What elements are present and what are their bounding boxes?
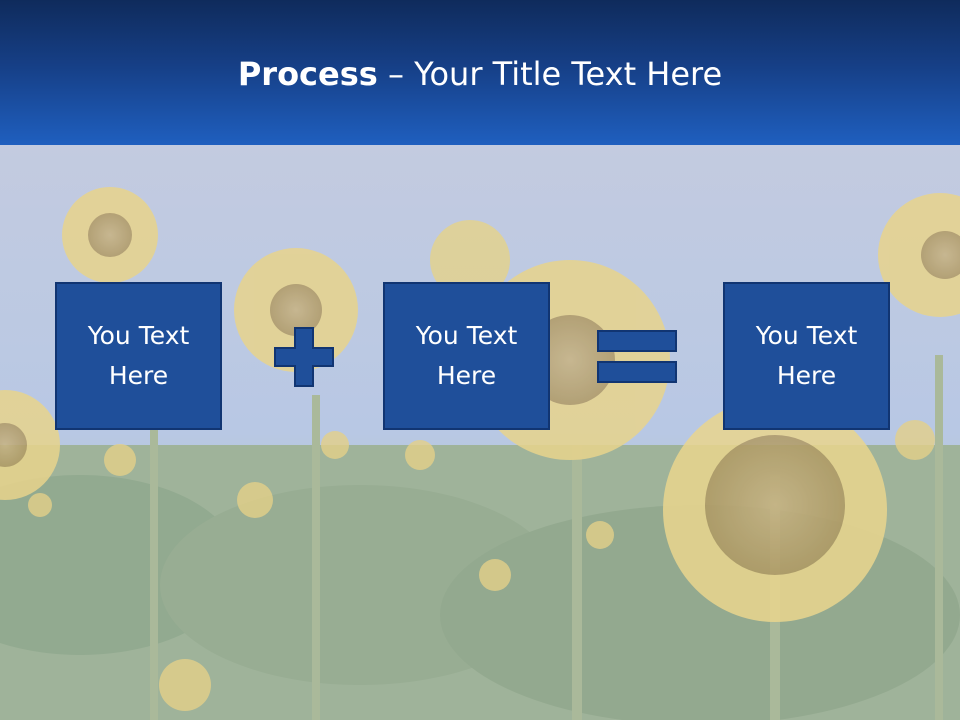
- sunflower-background-image: [0, 145, 960, 720]
- process-box-3[interactable]: You Text Here: [723, 282, 890, 430]
- slide-title: Process – Your Title Text Here: [0, 52, 960, 96]
- sunflower-6: [878, 193, 960, 317]
- title-bold: Process: [237, 55, 378, 93]
- process-box-2-text: You Text Here: [415, 321, 518, 390]
- title-bar: [0, 0, 960, 145]
- process-box-1[interactable]: You Text Here: [55, 282, 222, 430]
- title-dash: –: [377, 55, 415, 93]
- title-rest: Your Title Text Here: [414, 55, 723, 93]
- process-box-1-text: You Text Here: [87, 321, 190, 390]
- sunflower-7: [0, 390, 60, 500]
- process-box-3-text: You Text Here: [755, 321, 858, 390]
- equals-icon: [597, 330, 677, 383]
- sunflower-3: [430, 220, 510, 300]
- process-box-2[interactable]: You Text Here: [383, 282, 550, 430]
- sunflower-1: [62, 187, 158, 283]
- plus-icon: [274, 327, 334, 387]
- sunflower-5: [663, 398, 887, 622]
- sunflower-2: [234, 248, 358, 372]
